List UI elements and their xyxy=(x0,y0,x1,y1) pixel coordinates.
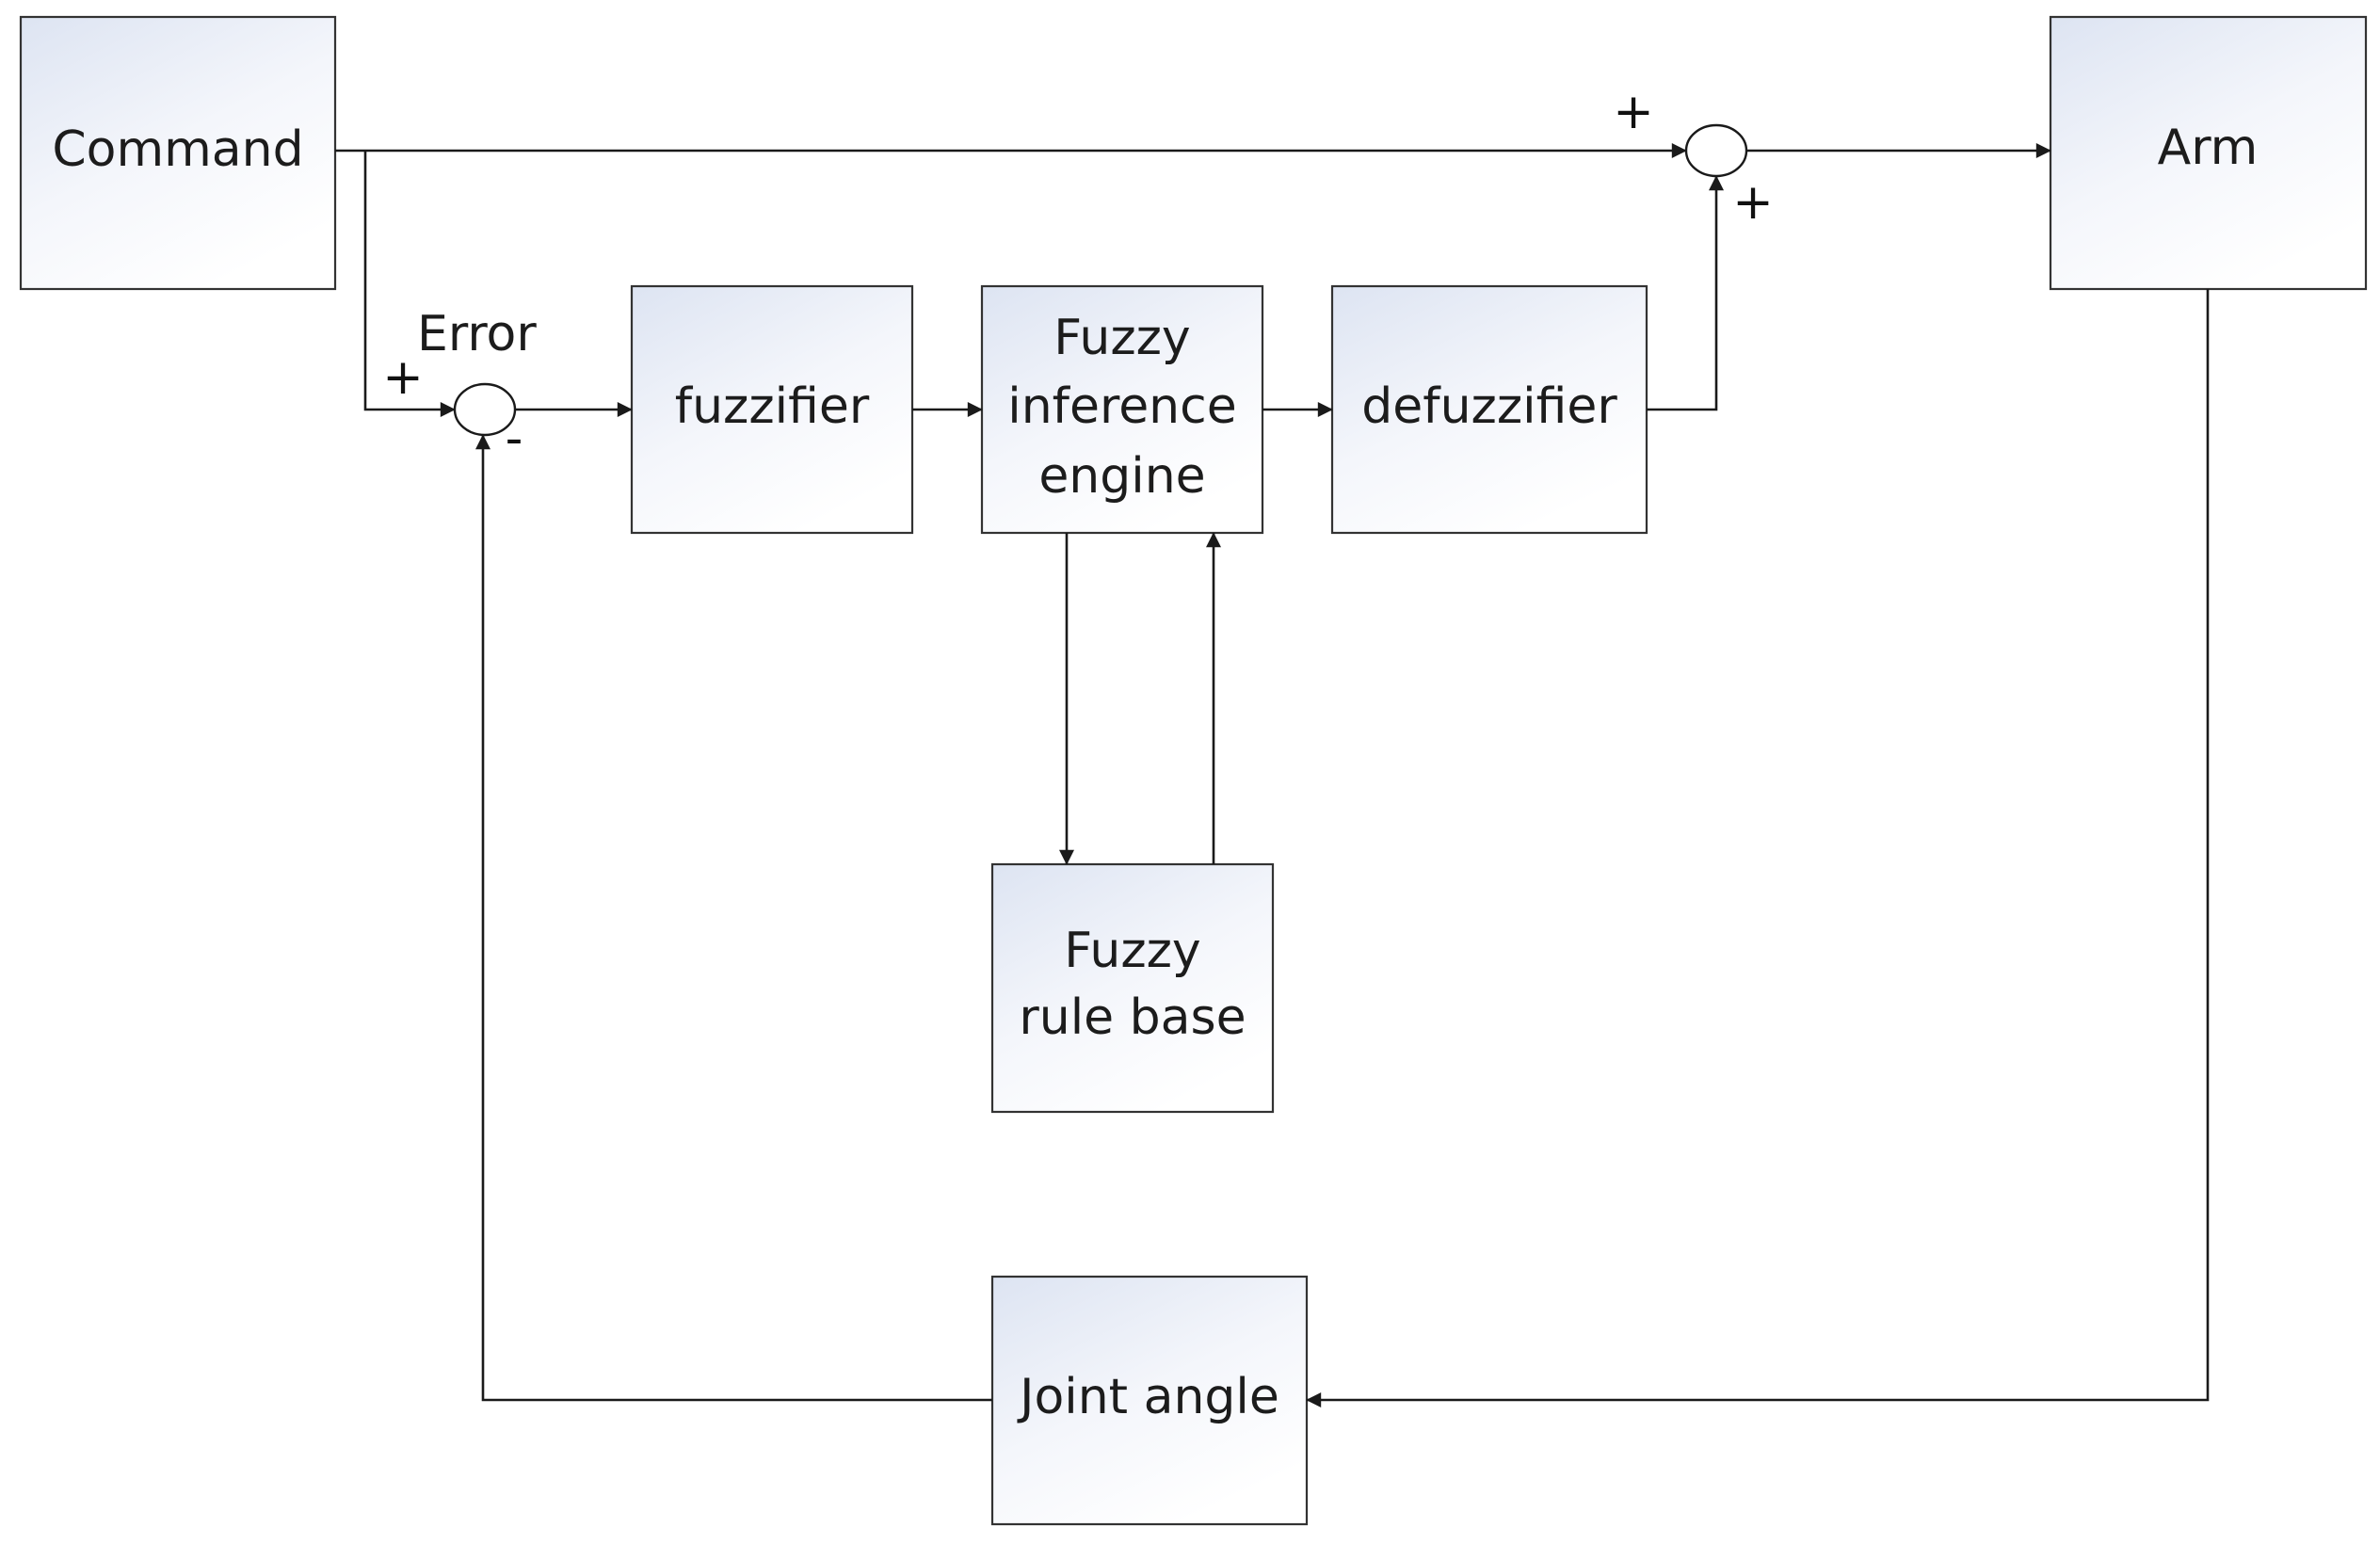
rule-base-block: Fuzzy rule base xyxy=(990,862,1275,1114)
command-block: Command xyxy=(19,15,337,291)
sum-plus-sign-bottom: + xyxy=(1732,174,1774,231)
arm-label: Arm xyxy=(2158,120,2259,176)
arm-block: Arm xyxy=(2049,15,2368,291)
rule-base-label-line-2: rule base xyxy=(1019,989,1246,1046)
fuzzifier-label: fuzzifier xyxy=(675,378,870,435)
defuzzifier-label: defuzzifier xyxy=(1361,378,1617,435)
inference-engine-label-line-1: Fuzzy xyxy=(1053,310,1190,366)
output-summing-junction xyxy=(1684,123,1748,178)
error-label: Error xyxy=(417,306,537,362)
command-label: Command xyxy=(52,121,303,178)
joint-angle-label: Joint angle xyxy=(1017,1369,1279,1425)
defuzzifier-block: defuzzifier xyxy=(1330,284,1648,535)
command-to-error-arrow xyxy=(363,151,456,417)
rule-base-label-line-1: Fuzzy xyxy=(1064,923,1200,979)
error-minus-sign: - xyxy=(506,410,523,467)
inference-engine-label-line-3: engine xyxy=(1038,448,1205,505)
arm-to-joint-angle-arrow xyxy=(1306,289,2210,1407)
fuzzifier-block: fuzzifier xyxy=(630,284,914,535)
inference-engine-label-line-2: inference xyxy=(1007,378,1236,435)
sum-plus-sign-top: + xyxy=(1613,84,1654,140)
joint-angle-block: Joint angle xyxy=(990,1275,1309,1526)
defuzzifier-to-sum-arrow xyxy=(1647,175,1724,411)
joint-angle-feedback-arrow xyxy=(475,434,992,1402)
error-plus-sign: + xyxy=(382,349,424,406)
inference-engine-block: Fuzzy inference engine xyxy=(980,284,1264,535)
